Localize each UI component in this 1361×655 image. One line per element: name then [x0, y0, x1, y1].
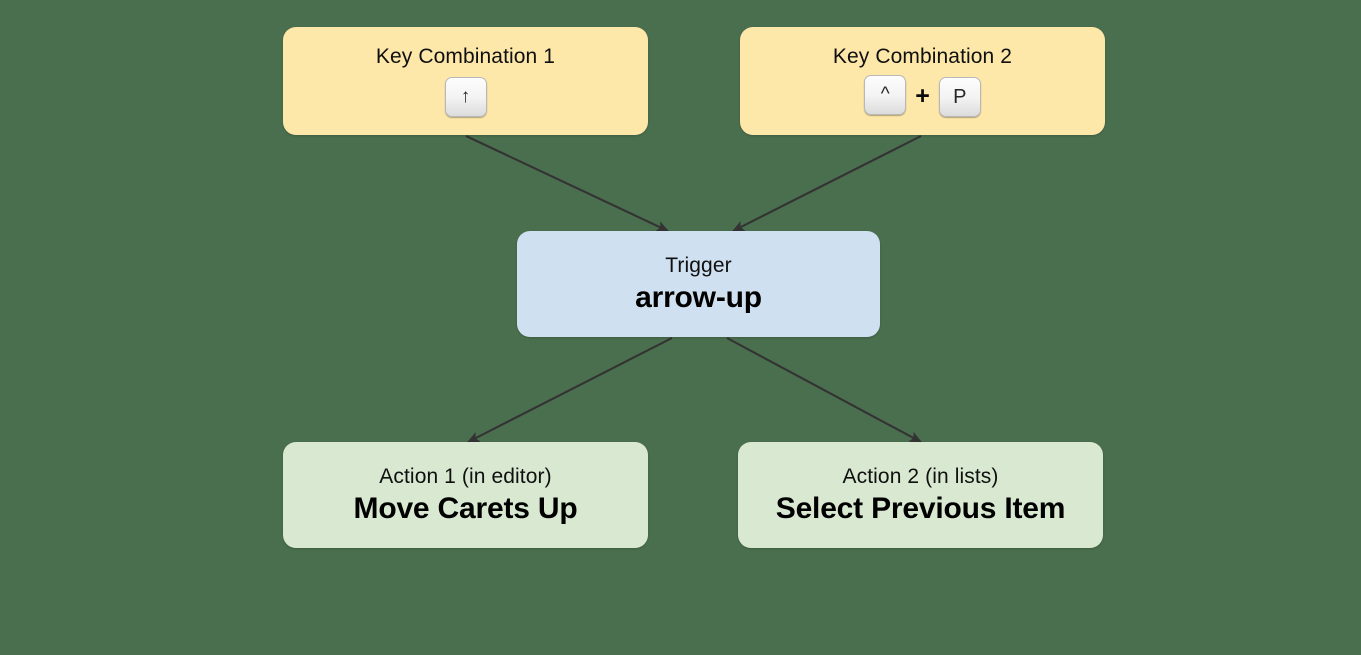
node-action-2[interactable]: Action 2 (in lists) Select Previous Item: [738, 442, 1103, 548]
node-trigger[interactable]: Trigger arrow-up: [517, 231, 880, 337]
key-combination-1-keys: ↑: [444, 76, 487, 117]
node-action-1[interactable]: Action 1 (in editor) Move Carets Up: [283, 442, 648, 548]
trigger-title: Trigger: [665, 254, 732, 278]
action-2-title: Action 2 (in lists): [842, 465, 999, 489]
node-key-combination-2[interactable]: Key Combination 2 ^ + P: [740, 27, 1105, 135]
key-plus-separator: +: [915, 82, 930, 111]
letter-p-key-icon: P: [938, 76, 981, 117]
edge-trigger-to-action2: [726, 337, 923, 443]
control-caret-key-icon: ^: [864, 74, 907, 115]
edge-keycombo2-to-trigger: [731, 135, 922, 232]
edge-keycombo1-to-trigger: [465, 135, 670, 232]
action-1-title: Action 1 (in editor): [379, 465, 552, 489]
action-1-value: Move Carets Up: [353, 491, 578, 525]
key-combination-2-title: Key Combination 2: [832, 45, 1013, 69]
key-combination-2-keys: ^ + P: [864, 74, 981, 117]
edge-trigger-to-action1: [466, 337, 673, 443]
key-combination-1-title: Key Combination 1: [375, 45, 556, 69]
trigger-value: arrow-up: [635, 280, 762, 314]
node-key-combination-1[interactable]: Key Combination 1 ↑: [283, 27, 648, 135]
arrow-up-key-icon: ↑: [444, 76, 487, 117]
action-2-value: Select Previous Item: [775, 491, 1066, 525]
